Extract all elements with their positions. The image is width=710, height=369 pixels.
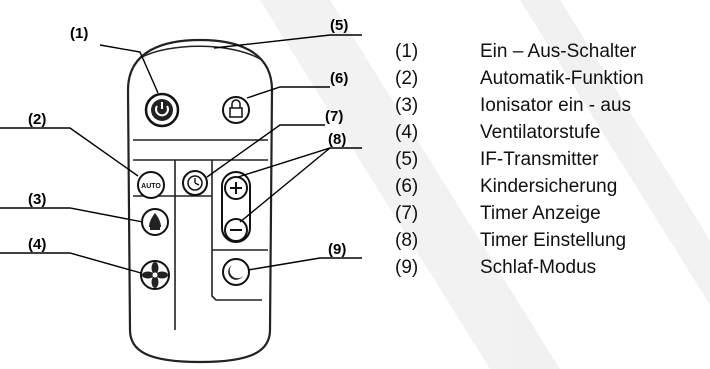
button-panel-lines [133,139,268,330]
legend-number: (1) [395,40,419,62]
legend-number: (6) [395,176,419,198]
legend-text: Schlaf-Modus [480,257,597,279]
ir-transmitter-edge [139,45,263,61]
legend-number: (7) [395,203,419,225]
ionizer-button[interactable] [141,208,169,236]
legend-item: (9) Schlaf-Modus [395,255,707,282]
legend-number: (5) [395,148,419,170]
legend-text: IF-Transmitter [480,148,599,170]
callout-7: (7) [325,108,343,125]
callout-3: (3) [28,191,46,208]
legend-text: Kindersicherung [480,176,618,198]
legend-text: Timer Einstellung [480,230,627,252]
background-stripes [260,0,710,369]
fan-icon [142,262,168,288]
callout-6: (6) [330,70,348,87]
timer-minus-button[interactable] [224,218,248,242]
legend-text: Ventilatorstufe [480,121,601,143]
legend-text: Timer Anzeige [480,203,601,225]
legend-text: Ionisator ein - aus [480,94,632,116]
leader-lines [0,34,362,274]
legend-item: (2) Automatik-Funktion [395,65,707,92]
callout-5: (5) [330,17,348,34]
legend-item: (4) Ventilatorstufe [395,119,707,146]
callout-9: (9) [328,241,346,258]
legend-number: (3) [395,94,419,116]
timer-plus-button[interactable] [224,176,248,200]
legend-item: (1) Ein – Aus-Schalter [395,38,707,65]
ionizer-icon [149,213,161,227]
legend-number: (4) [395,121,419,143]
power-button[interactable] [144,92,180,128]
legend-number: (8) [395,230,419,252]
legend-item: (7) Timer Anzeige [395,201,707,228]
legend-text: Automatik-Funktion [480,67,644,89]
callout-1: (1) [70,25,88,42]
callout-2: (2) [28,111,46,128]
sleep-icon [228,265,243,280]
legend-list: (1) Ein – Aus-Schalter (2) Automatik-Fun… [395,38,707,282]
fan-speed-button[interactable] [140,260,170,290]
auto-button-label: AUTO [141,183,161,190]
sleep-mode-button[interactable] [222,258,250,286]
timer-display-button[interactable] [182,170,208,196]
legend-text: Ein – Aus-Schalter [480,40,637,62]
auto-button[interactable]: AUTO [137,171,165,199]
legend-item: (3) Ionisator ein - aus [395,92,707,119]
legend-item: (8) Timer Einstellung [395,228,707,255]
legend-item: (6) Kindersicherung [395,173,707,200]
legend-item: (5) IF-Transmitter [395,146,707,173]
callout-4: (4) [28,236,46,253]
legend-number: (2) [395,67,419,89]
legend-number: (9) [395,257,419,279]
callout-8: (8) [328,131,346,148]
child-lock-button[interactable] [222,96,250,124]
